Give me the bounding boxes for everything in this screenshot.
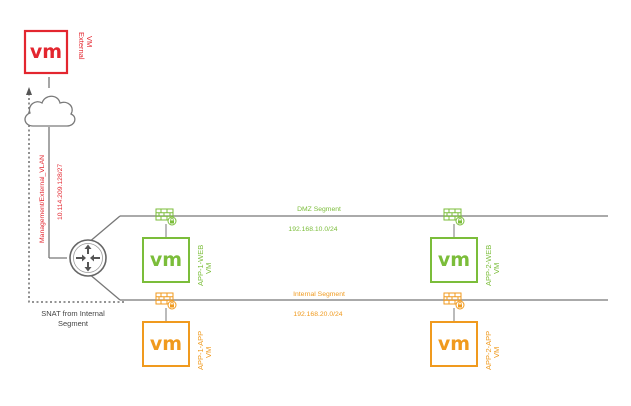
app1-app-vm: vm APP-1-APP VM — [142, 321, 213, 370]
app1-app-vm-icon-text: vm — [150, 333, 182, 355]
external-vm-icon — [23, 29, 69, 75]
firewall-icon-app2-web — [443, 208, 465, 226]
app1-web-vm: vm APP-1-WEB VM — [142, 237, 213, 286]
management-vlan-label: Management/External_VLAN — [39, 155, 46, 243]
app2-web-vm: vm APP-2-WEB VM — [430, 237, 501, 286]
app2-app-vm-label: APP-2-APP — [484, 331, 493, 370]
dmz-segment-line — [87, 215, 121, 244]
app2-web-vm-label: APP-2-WEB — [484, 245, 493, 286]
snat-label-line1: SNAT from Internal — [41, 309, 105, 318]
external-vm-icon-text: vm — [30, 41, 62, 63]
app1-web-vm-icon — [142, 237, 190, 283]
app2-app-vm-icon-text: vm — [438, 333, 470, 355]
app1-app-vm-label: APP-1-APP — [196, 331, 205, 370]
app2-web-vm-label-vm: VM — [492, 263, 501, 274]
firewall-icon-app1-web — [155, 208, 177, 226]
app1-app-vm-label-vm: VM — [204, 347, 213, 358]
cloud-icon — [24, 95, 76, 127]
firewall-icon-app2-app — [443, 292, 465, 310]
app1-web-vm-label: APP-1-WEB — [196, 245, 205, 286]
internal-segment-name: Internal Segment — [293, 291, 345, 298]
external-vm-label: External — [77, 32, 86, 60]
app2-app-vm: vm APP-2-APP VM — [430, 321, 501, 370]
app1-app-vm-icon — [142, 321, 190, 367]
internal-segment-line — [87, 272, 121, 301]
app2-app-vm-icon — [430, 321, 478, 367]
external-vm: vm External VM — [23, 29, 94, 75]
internal-segment-subnet: 192.168.20.0/24 — [293, 311, 342, 318]
management-vlan-subnet: 10.114.209.128/27 — [57, 164, 64, 220]
app1-web-vm-label-vm: VM — [204, 263, 213, 274]
snat-label-line2: Segment — [58, 319, 89, 328]
router-icon — [69, 239, 107, 277]
snat-path — [26, 87, 124, 303]
dmz-segment-name: DMZ Segment — [297, 206, 341, 213]
firewall-icon-app1-app — [155, 292, 177, 310]
app1-web-vm-icon-text: vm — [150, 249, 182, 271]
dmz-segment-subnet: 192.168.10.0/24 — [288, 226, 337, 233]
app2-app-vm-label-vm: VM — [492, 347, 501, 358]
management-vlan-link — [48, 127, 67, 259]
app2-web-vm-icon-text: vm — [438, 249, 470, 271]
app2-web-vm-icon — [430, 237, 478, 283]
external-vm-label-vm: VM — [85, 36, 94, 47]
